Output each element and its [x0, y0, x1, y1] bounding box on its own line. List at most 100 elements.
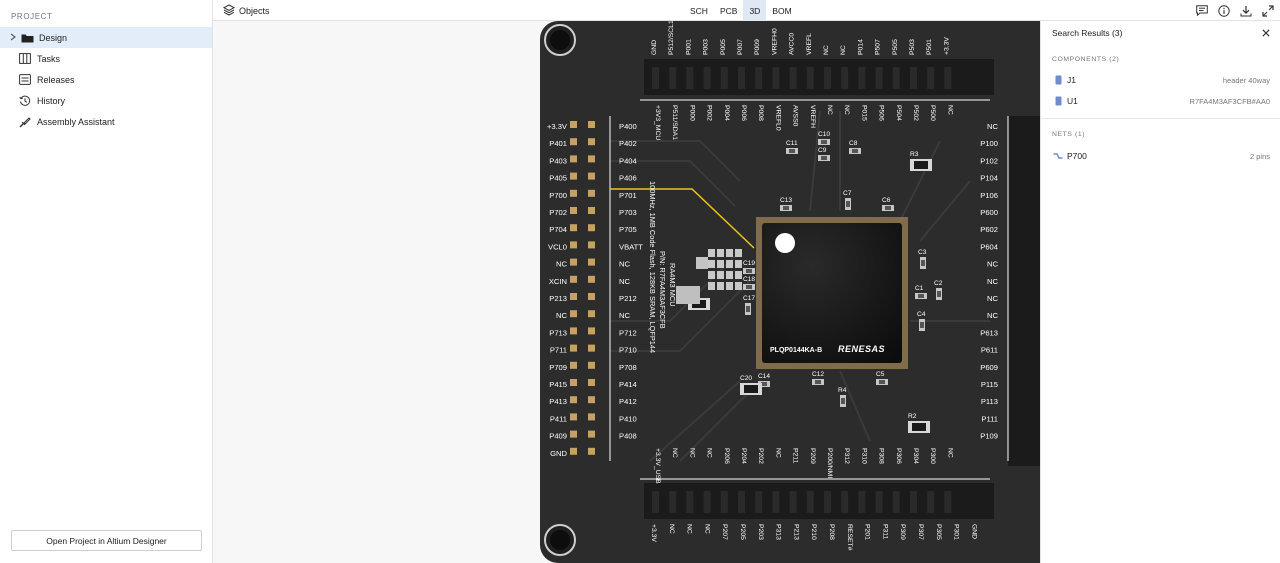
download-icon[interactable]: [1239, 4, 1252, 17]
pin1-marker: [775, 233, 795, 253]
left-header-label: NC: [556, 311, 567, 320]
header-pad: [588, 327, 595, 335]
refdes-label: C7: [843, 190, 852, 197]
refdes-label: C17: [743, 295, 755, 302]
component-icon: [1053, 75, 1063, 85]
inner-pin-label: P402: [619, 139, 637, 148]
bottom-inner-label: NC: [946, 448, 953, 458]
top-header-label: P003: [703, 39, 710, 55]
inner-pin-label: P410: [619, 414, 637, 423]
header-pad: [570, 121, 577, 128]
top-header-label: NC: [840, 45, 847, 55]
component-row-j1[interactable]: J1 header 40way: [1041, 71, 1280, 89]
smd-body: [746, 285, 752, 289]
sidebar-item-assembly-assistant[interactable]: Assembly Assistant: [0, 111, 212, 132]
mounting-hole-top: [544, 24, 576, 56]
right-pin-label: P100: [980, 139, 998, 148]
inner-pin-label: P710: [619, 346, 637, 355]
smd-component: [735, 282, 742, 290]
mcu-chip-u1: PLQP0144KA-B RENESAS: [756, 217, 908, 369]
inner-pin-label: P404: [619, 156, 637, 165]
header-pin: [875, 491, 883, 513]
chevron-right-icon[interactable]: [6, 33, 20, 43]
smd-component: [717, 260, 724, 268]
header-pad: [570, 275, 577, 283]
left-header-label: P415: [549, 380, 567, 389]
right-pin-label: P104: [980, 174, 998, 183]
header-pin: [806, 67, 814, 89]
header-pin: [927, 67, 935, 89]
bottom-header-label: P207: [721, 524, 728, 540]
header-pad: [570, 310, 577, 318]
top-header-label: GND: [651, 40, 658, 55]
bottom-inner-label: P204: [740, 448, 747, 464]
header-pad: [588, 155, 595, 163]
header-pad: [570, 379, 577, 386]
header-pad: [588, 275, 595, 283]
top-header-label: P001: [685, 39, 692, 55]
header-pad: [570, 189, 577, 197]
sidebar-item-releases[interactable]: Releases: [0, 69, 212, 90]
right-pin-label: P111: [981, 414, 998, 423]
header-pin: [669, 491, 677, 513]
header-pad: [588, 138, 595, 146]
header-pad: [570, 293, 577, 300]
mcu-description-line3: RA4M3 MCU: [668, 263, 677, 307]
smd-component: [717, 271, 724, 279]
header-pad: [588, 172, 595, 180]
header-pin: [669, 67, 677, 89]
comment-icon[interactable]: [1195, 4, 1208, 17]
close-icon[interactable]: [1260, 27, 1272, 39]
top-inner-label: NC: [946, 105, 953, 115]
left-header-label: +3.3V: [547, 122, 568, 131]
bottom-inner-label: P304: [912, 448, 919, 464]
top-header-label: P512/SCL1: [668, 21, 675, 55]
open-in-altium-button[interactable]: Open Project in Altium Designer: [11, 530, 202, 551]
smd-body: [815, 380, 821, 384]
smd-component: [708, 260, 715, 268]
tab-sch[interactable]: SCH: [690, 5, 708, 16]
net-row-p700[interactable]: P700 2 pins: [1041, 147, 1280, 165]
header-pad: [570, 327, 577, 335]
header-pad: [588, 293, 595, 300]
crystal-y2: [696, 257, 708, 269]
right-pin-label: P600: [980, 208, 998, 217]
inner-pin-label: NC: [619, 311, 630, 320]
tab-3d[interactable]: 3D: [743, 0, 767, 21]
left-header-label: P401: [549, 139, 567, 148]
top-header-label: P501: [926, 39, 933, 55]
net-pin-count: 2 pins: [1249, 151, 1270, 161]
sidebar-item-label: Tasks: [37, 53, 61, 64]
component-row-u1[interactable]: U1 R7FA4M3AF3CFB#AA0: [1041, 92, 1280, 110]
bottom-header-label: GND: [970, 524, 977, 539]
section-divider: [1041, 118, 1280, 119]
header-pin: [652, 491, 659, 513]
pcb-3d-board[interactable]: +3.3VP401P403P405P700P702P704VCL0NCXCINP…: [540, 21, 1040, 563]
left-header-pins: [570, 121, 595, 455]
fullscreen-icon[interactable]: [1261, 4, 1274, 17]
tab-pcb[interactable]: PCB: [719, 5, 738, 16]
sidebar-item-history[interactable]: History: [0, 90, 212, 111]
top-header-label: P507: [875, 39, 882, 55]
inner-pin-label: VBATT: [619, 242, 643, 251]
sidebar-item-label: Design: [39, 32, 68, 43]
sidebar-item-design[interactable]: Design: [0, 27, 212, 48]
bottom-header-label: P309: [899, 524, 906, 540]
refdes-label: R4: [838, 387, 847, 394]
tab-bom[interactable]: BOM: [772, 5, 792, 16]
inner-pin-label: P712: [619, 328, 637, 337]
header-pad: [588, 396, 595, 404]
sidebar-item-tasks[interactable]: Tasks: [0, 48, 212, 69]
info-icon[interactable]: [1217, 4, 1230, 17]
header-pin: [806, 491, 814, 513]
header-pin: [720, 491, 728, 513]
header-pad: [570, 344, 577, 352]
silkscreen-labels: +3.3VP401P403P405P700P702P704VCL0NCXCINP…: [547, 21, 999, 551]
top-header-pins: [652, 67, 952, 89]
smd-body: [783, 206, 789, 210]
objects-toggle[interactable]: Objects: [222, 4, 270, 18]
component-description: header 40way: [1222, 75, 1270, 85]
header-pin: [892, 67, 900, 89]
left-header-label: NC: [556, 260, 567, 269]
